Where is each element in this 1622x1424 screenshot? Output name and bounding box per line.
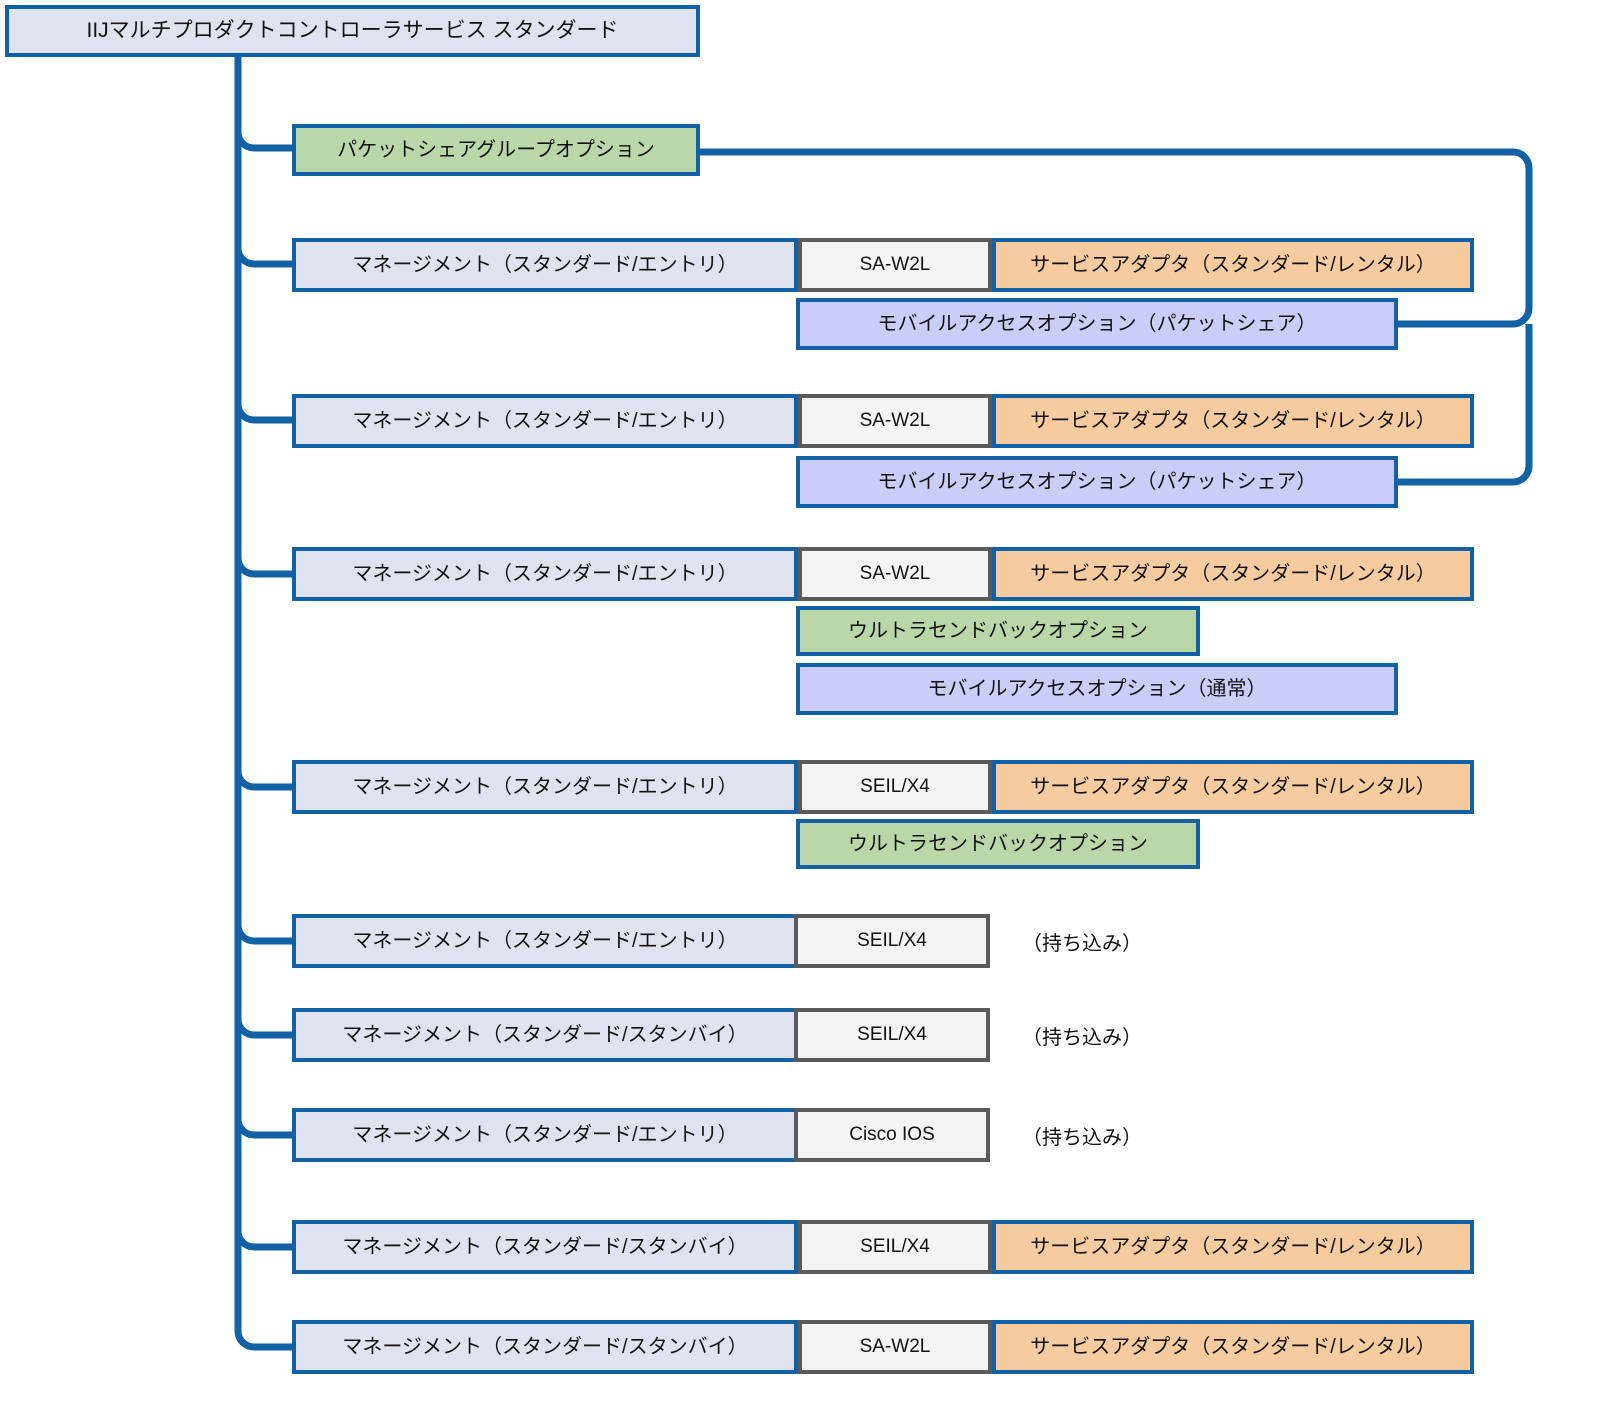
row-6-management-box: マネージメント（スタンダード/スタンバイ） <box>292 1008 798 1062</box>
row-5-management-box: マネージメント（スタンダード/エントリ） <box>292 914 798 968</box>
row-8-adapter-label: サービスアダプタ（スタンダード/レンタル） <box>1030 1235 1436 1258</box>
row-8-management-label: マネージメント（スタンダード/スタンバイ） <box>342 1235 748 1258</box>
row-6-bring-your-own-label: （持ち込み） <box>1022 1026 1142 1049</box>
row-3-option-ultra-send-back-box: ウルトラセンドバックオプション <box>796 606 1200 656</box>
row-9-adapter-box: サービスアダプタ（スタンダード/レンタル） <box>992 1320 1474 1374</box>
row-5-bring-your-own-note: （持ち込み） <box>1022 914 1142 968</box>
row-9-management-label: マネージメント（スタンダード/スタンバイ） <box>342 1335 748 1358</box>
row-3-option-mobile-access-label: モバイルアクセスオプション（通常） <box>927 677 1267 700</box>
row-1-option-mobile-access-label: モバイルアクセスオプション（パケットシェア） <box>877 312 1317 335</box>
row-4-adapter-label: サービスアダプタ（スタンダード/レンタル） <box>1030 775 1436 798</box>
row-3-adapter-label: サービスアダプタ（スタンダード/レンタル） <box>1030 562 1436 585</box>
row-5-bring-your-own-label: （持ち込み） <box>1022 932 1142 955</box>
row-8-device-label: SEIL/X4 <box>860 1236 930 1258</box>
row-4-management-box: マネージメント（スタンダード/エントリ） <box>292 760 798 814</box>
row-2-device-label: SA-W2L <box>859 410 931 432</box>
row-7-management-box: マネージメント（スタンダード/エントリ） <box>292 1108 798 1162</box>
service-title-box: IIJマルチプロダクトコントローラサービス スタンダード <box>5 5 700 57</box>
row-4-adapter-box: サービスアダプタ（スタンダード/レンタル） <box>992 760 1474 814</box>
row-1-adapter-box: サービスアダプタ（スタンダード/レンタル） <box>992 238 1474 292</box>
row-8-adapter-box: サービスアダプタ（スタンダード/レンタル） <box>992 1220 1474 1274</box>
row-3-device-box: SA-W2L <box>798 547 992 601</box>
row-6-device-label: SEIL/X4 <box>857 1024 927 1046</box>
row-4-management-label: マネージメント（スタンダード/エントリ） <box>352 775 738 798</box>
row-3-adapter-box: サービスアダプタ（スタンダード/レンタル） <box>992 547 1474 601</box>
packet-share-group-option-box: パケットシェアグループオプション <box>292 124 700 176</box>
row-5-device-box: SEIL/X4 <box>794 914 990 968</box>
row-4-device-label: SEIL/X4 <box>860 776 930 798</box>
row-2-adapter-box: サービスアダプタ（スタンダード/レンタル） <box>992 394 1474 448</box>
row-7-device-label: Cisco IOS <box>849 1124 935 1146</box>
row-9-management-box: マネージメント（スタンダード/スタンバイ） <box>292 1320 798 1374</box>
row-2-management-label: マネージメント（スタンダード/エントリ） <box>352 409 738 432</box>
row-4-option-ultra-send-back-box: ウルトラセンドバックオプション <box>796 819 1200 869</box>
row-1-device-label: SA-W2L <box>859 254 931 276</box>
row-5-device-label: SEIL/X4 <box>857 930 927 952</box>
row-7-device-box: Cisco IOS <box>794 1108 990 1162</box>
row-8-management-box: マネージメント（スタンダード/スタンバイ） <box>292 1220 798 1274</box>
row-3-option-ultra-send-back-label: ウルトラセンドバックオプション <box>848 619 1148 642</box>
row-2-option-mobile-access-label: モバイルアクセスオプション（パケットシェア） <box>877 470 1317 493</box>
row-6-device-box: SEIL/X4 <box>794 1008 990 1062</box>
row-3-management-label: マネージメント（スタンダード/エントリ） <box>352 562 738 585</box>
row-1-adapter-label: サービスアダプタ（スタンダード/レンタル） <box>1030 253 1436 276</box>
row-9-device-label: SA-W2L <box>859 1336 931 1358</box>
row-3-management-box: マネージメント（スタンダード/エントリ） <box>292 547 798 601</box>
row-6-bring-your-own-note: （持ち込み） <box>1022 1008 1142 1062</box>
row-3-device-label: SA-W2L <box>859 563 931 585</box>
row-1-device-box: SA-W2L <box>798 238 992 292</box>
row-7-bring-your-own-note: （持ち込み） <box>1022 1108 1142 1162</box>
row-9-device-box: SA-W2L <box>798 1320 992 1374</box>
row-7-bring-your-own-label: （持ち込み） <box>1022 1126 1142 1149</box>
row-2-option-mobile-access-box: モバイルアクセスオプション（パケットシェア） <box>796 456 1398 508</box>
row-2-device-box: SA-W2L <box>798 394 992 448</box>
row-5-management-label: マネージメント（スタンダード/エントリ） <box>352 929 738 952</box>
row-1-management-box: マネージメント（スタンダード/エントリ） <box>292 238 798 292</box>
row-4-device-box: SEIL/X4 <box>798 760 992 814</box>
row-6-management-label: マネージメント（スタンダード/スタンバイ） <box>342 1023 748 1046</box>
row-1-management-label: マネージメント（スタンダード/エントリ） <box>352 253 738 276</box>
row-8-device-box: SEIL/X4 <box>798 1220 992 1274</box>
row-4-option-ultra-send-back-label: ウルトラセンドバックオプション <box>848 832 1148 855</box>
row-7-management-label: マネージメント（スタンダード/エントリ） <box>352 1123 738 1146</box>
packet-share-group-option-label: パケットシェアグループオプション <box>337 138 655 161</box>
row-2-adapter-label: サービスアダプタ（スタンダード/レンタル） <box>1030 409 1436 432</box>
row-2-management-box: マネージメント（スタンダード/エントリ） <box>292 394 798 448</box>
row-1-option-mobile-access-box: モバイルアクセスオプション（パケットシェア） <box>796 298 1398 350</box>
row-9-adapter-label: サービスアダプタ（スタンダード/レンタル） <box>1030 1335 1436 1358</box>
row-3-option-mobile-access-box: モバイルアクセスオプション（通常） <box>796 663 1398 715</box>
service-title-label: IIJマルチプロダクトコントローラサービス スタンダード <box>86 18 619 42</box>
